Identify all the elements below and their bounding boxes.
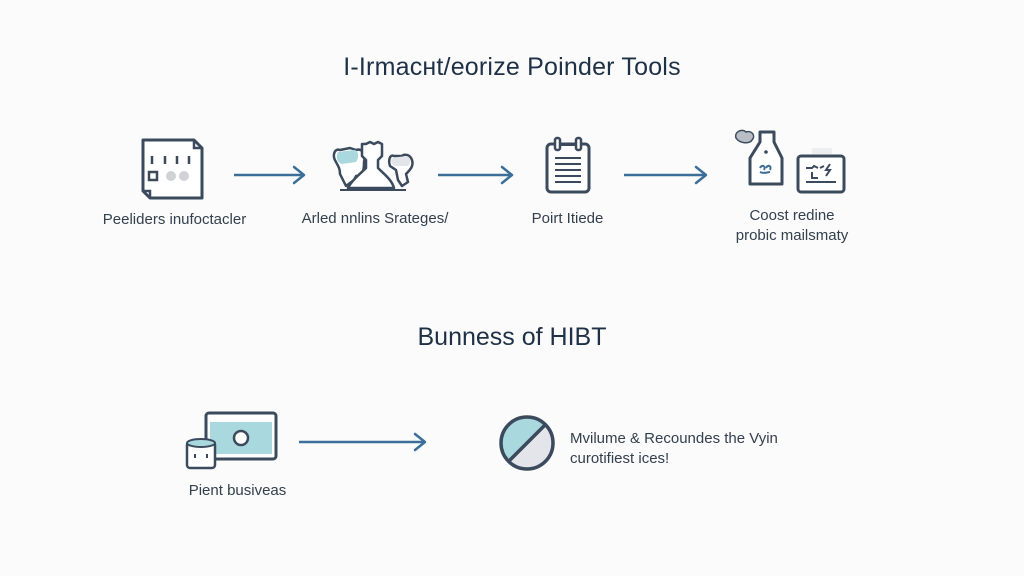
arrow-right-icon [234,165,306,185]
node-label: Poirt Itiede [531,210,604,227]
node-label-line: Mvilume & Recoundes the Vyin [570,430,778,447]
document-panel-icon [141,138,204,200]
node-label-line: Coost redine [749,207,835,224]
diagram-title: I-Irmacнt/eorize Poinder Tools [343,53,681,81]
notepad-icon [545,136,591,194]
node-label: Pient busiveas [188,482,287,499]
arrow-right-icon [624,165,708,185]
node-label: Peeliders inufoctacler [102,211,247,228]
node-label: Arled nnlins Srateges/ [301,210,449,227]
chess-pieces-icon [332,140,414,191]
monitor-database-icon [185,411,278,470]
node-description: Mvilume & Recoundes the Vyin curotifiest… [570,429,778,469]
node-label-line: curotifiest ices! [570,450,670,467]
arrow-right-icon [299,432,427,452]
node-label-line: probic mailsmaty [735,227,849,244]
node-label: Coost redine probic mailsmaty [712,206,872,246]
arrow-right-icon [438,165,514,185]
section-title: Bunness of HIBT [417,323,607,351]
bottle-and-chart-icon [734,129,846,194]
half-filled-circle-icon [499,415,555,471]
